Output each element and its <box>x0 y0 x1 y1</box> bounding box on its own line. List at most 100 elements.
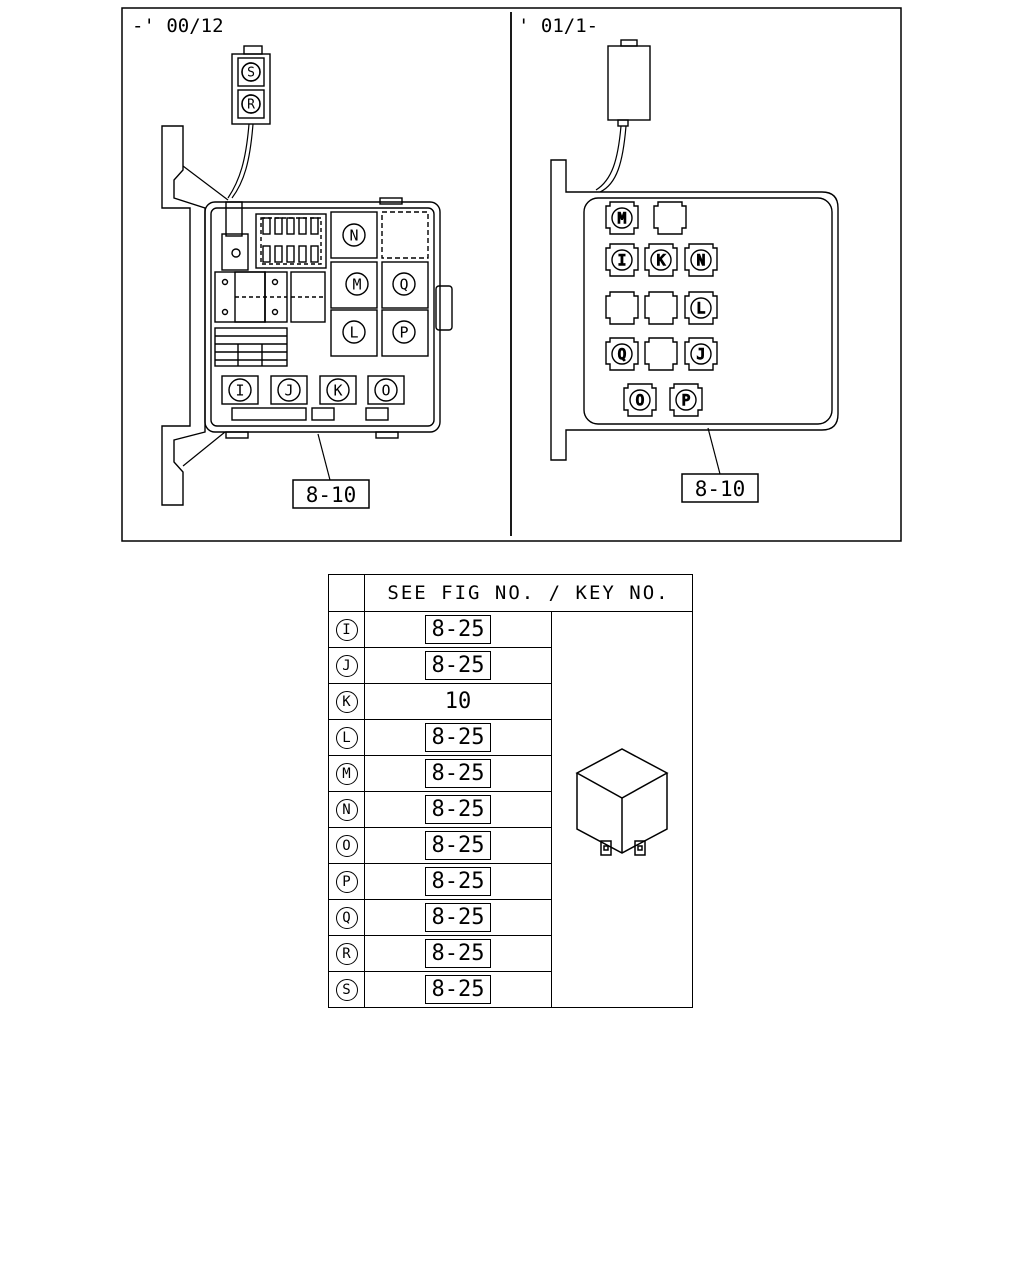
fig-ref-cell: 8-25 <box>364 647 552 684</box>
table-row: I 8-25 <box>328 611 693 1008</box>
relay-socket <box>684 291 718 325</box>
key-marker: O <box>374 378 398 402</box>
left-ref-label: 8-10 <box>306 483 357 507</box>
key-marker-label: J <box>284 381 293 399</box>
left-connector-labels: SR <box>241 62 261 114</box>
key-cell: I <box>328 611 365 648</box>
left-fuse-box <box>204 197 453 439</box>
relay-socket <box>644 291 678 325</box>
key-marker: M <box>611 207 633 229</box>
key-marker-label: M <box>352 275 361 293</box>
key-marker: Q <box>392 272 416 296</box>
key-marker-label: L <box>697 301 705 317</box>
table-header-row: SEE FIG NO. / KEY NO. <box>328 574 693 612</box>
left-bracket <box>161 125 206 506</box>
key-cell: N <box>328 791 365 828</box>
key-marker: R <box>241 94 261 114</box>
key-letter: J <box>335 654 358 677</box>
fig-ref-cell: 8-25 <box>364 971 552 1008</box>
key-marker: K <box>650 249 672 271</box>
key-marker: O <box>629 389 651 411</box>
key-letter: P <box>335 870 358 893</box>
left-panel-label: -' 00/12 <box>132 15 224 37</box>
key-marker-label: P <box>682 393 690 409</box>
fig-ref: 8-25 <box>424 867 492 896</box>
right-panel-label: ' 01/1- <box>518 15 598 37</box>
fig-ref: 8-25 <box>424 651 492 680</box>
key-marker: L <box>690 297 712 319</box>
key-marker-label: Q <box>399 275 408 293</box>
fig-ref: 8-25 <box>424 723 492 752</box>
relay-socket <box>605 243 639 277</box>
fig-ref: 8-25 <box>424 939 492 968</box>
key-letter: M <box>335 762 358 785</box>
key-cell: J <box>328 647 365 684</box>
right-wire <box>595 125 622 191</box>
fig-ref: 8-25 <box>424 975 492 1004</box>
relay-socket <box>644 243 678 277</box>
key-cell: M <box>328 755 365 792</box>
fig-ref-cell: 8-25 <box>364 611 552 648</box>
relay-socket <box>653 201 687 235</box>
table-header-corner <box>328 574 365 612</box>
key-letter: I <box>335 618 358 641</box>
key-letter: K <box>335 690 358 713</box>
relay-socket <box>684 337 718 371</box>
left-callout-leader <box>317 433 331 481</box>
right-callout-leader <box>707 427 721 475</box>
key-cell: Q <box>328 899 365 936</box>
key-marker: I <box>228 378 252 402</box>
table-row: R 8-25 <box>328 935 693 972</box>
key-marker: K <box>326 378 350 402</box>
key-marker-label: K <box>333 381 342 399</box>
key-marker: Q <box>611 343 633 365</box>
fig-ref: 8-25 <box>424 903 492 932</box>
table-row: J 8-25 <box>328 647 693 684</box>
key-letter: Q <box>335 906 358 929</box>
table-row: S 8-25 <box>328 971 693 1008</box>
relay-socket <box>605 291 639 325</box>
key-cell: S <box>328 971 365 1008</box>
key-marker-label: J <box>697 347 705 363</box>
relay-socket <box>605 201 639 235</box>
key-marker: M <box>345 272 369 296</box>
right-ref-label: 8-10 <box>695 477 746 501</box>
key-marker: N <box>342 223 366 247</box>
right-relay <box>607 39 651 127</box>
table-row: P 8-25 <box>328 863 693 900</box>
fig-ref-cell: 8-25 <box>364 719 552 756</box>
key-marker-label: O <box>636 393 644 409</box>
fig-ref-cell: 8-25 <box>364 863 552 900</box>
right-ref-box <box>681 473 759 503</box>
key-marker-label: P <box>399 323 408 341</box>
left-box-key-markers: N M Q L P I J K O <box>228 223 416 402</box>
relay-icon <box>575 747 669 856</box>
key-marker: J <box>277 378 301 402</box>
fig-ref: 8-25 <box>424 831 492 860</box>
parts-diagram: -' 00/12 SR <box>121 7 902 542</box>
table-row: Q 8-25 <box>328 899 693 936</box>
key-marker-label: S <box>247 66 255 81</box>
relay-socket <box>605 337 639 371</box>
key-letter: R <box>335 942 358 965</box>
key-marker-label: N <box>349 226 358 244</box>
left-wire <box>227 123 250 199</box>
fig-ref-cell: 8-25 <box>364 827 552 864</box>
key-letter: L <box>335 726 358 749</box>
key-marker-label: M <box>618 211 626 227</box>
key-marker: L <box>342 320 366 344</box>
table-header: SEE FIG NO. / KEY NO. <box>364 574 693 612</box>
key-marker-label: I <box>235 381 244 399</box>
key-marker: P <box>392 320 416 344</box>
relay-socket <box>623 383 657 417</box>
key-marker-label: K <box>657 253 666 269</box>
key-cell: L <box>328 719 365 756</box>
relay-image-cell <box>551 611 693 1008</box>
fig-ref: 8-25 <box>424 795 492 824</box>
relay-socket <box>644 337 678 371</box>
key-marker-label: Q <box>618 347 626 363</box>
key-cell: P <box>328 863 365 900</box>
